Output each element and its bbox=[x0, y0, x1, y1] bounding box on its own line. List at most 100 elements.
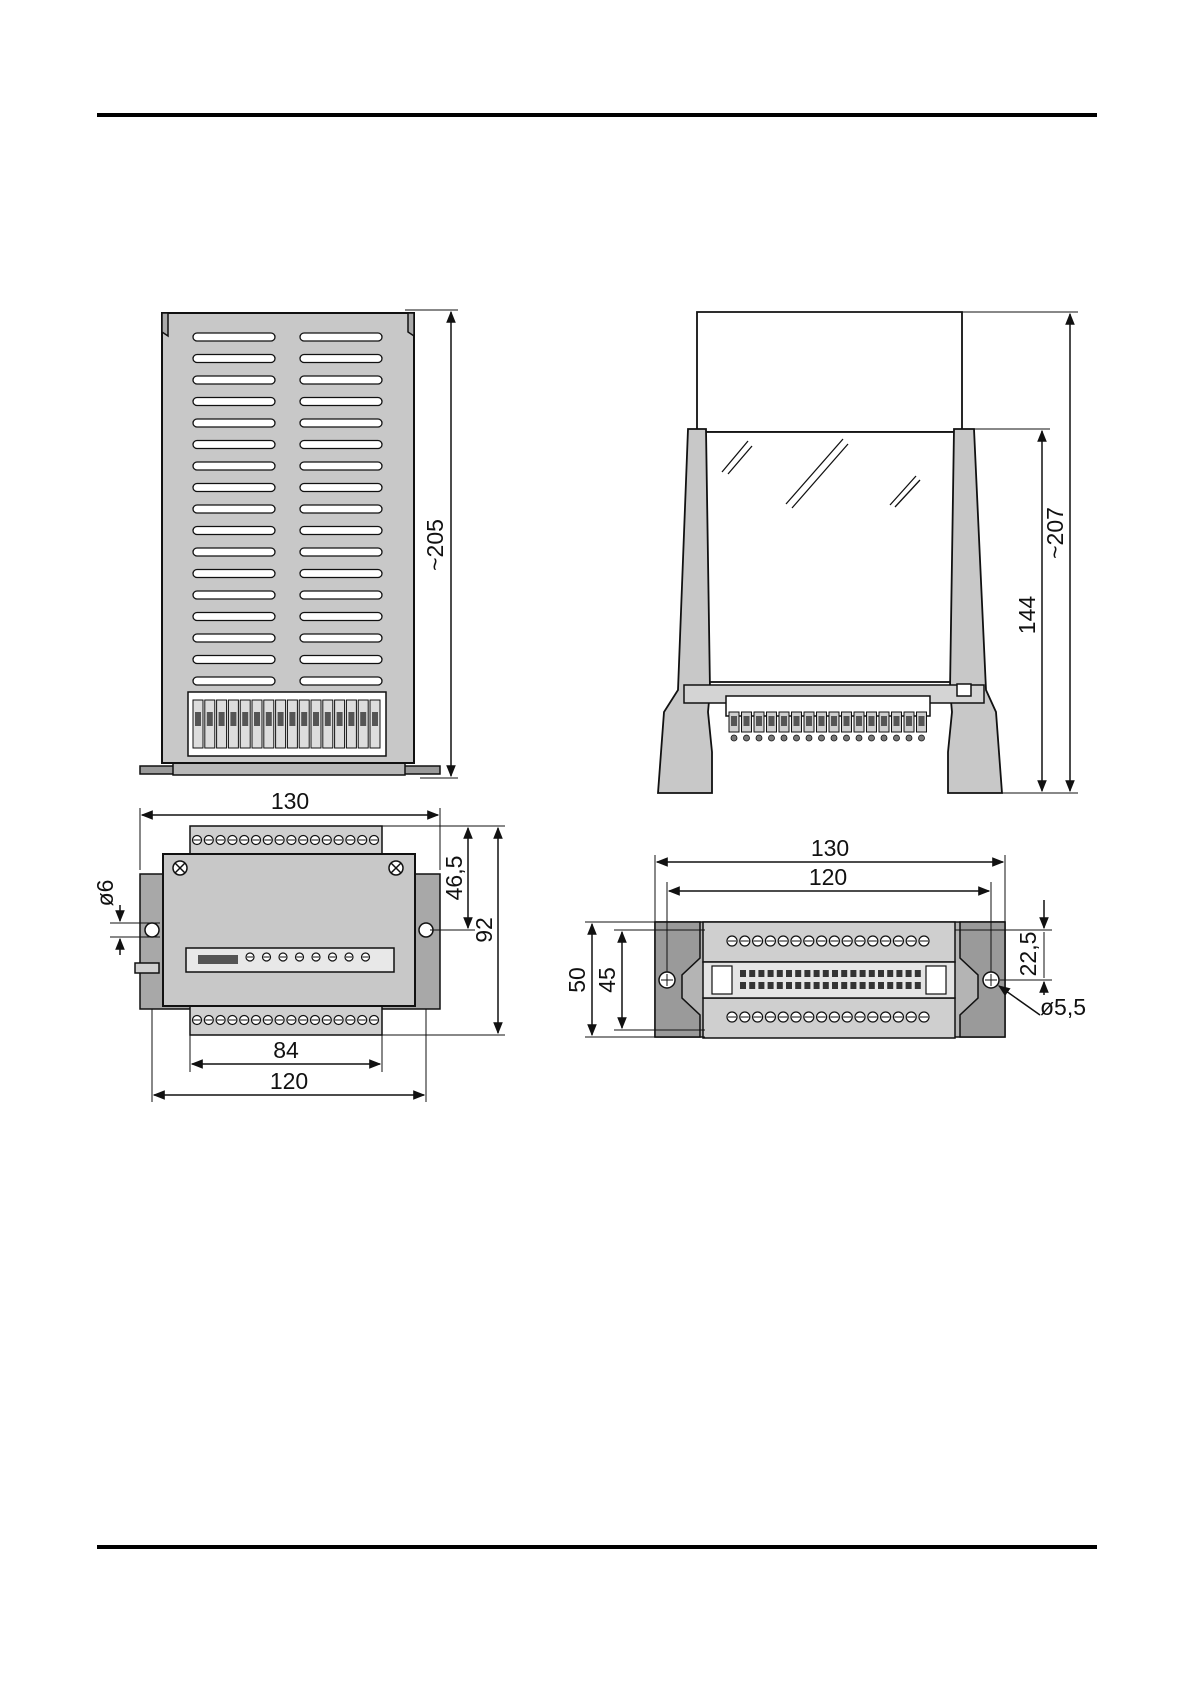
connector-pin bbox=[795, 982, 801, 989]
terminal-slot bbox=[844, 716, 850, 726]
connector-pin bbox=[777, 982, 783, 989]
connector-latch-left bbox=[712, 966, 732, 994]
dim-top-upper-height-label: 46,5 bbox=[441, 856, 467, 901]
terminal-slot bbox=[806, 716, 812, 726]
connector-pin bbox=[758, 982, 764, 989]
terminal-slot bbox=[769, 716, 775, 726]
terminal-foot bbox=[744, 735, 750, 741]
terminal-slot bbox=[360, 712, 366, 726]
side-latch bbox=[957, 684, 971, 696]
connector-pin bbox=[887, 970, 893, 977]
connector-latch-right bbox=[926, 966, 946, 994]
terminal-slot bbox=[266, 712, 272, 726]
terminal-foot bbox=[856, 735, 862, 741]
dim-side-body-height-label: 144 bbox=[1014, 596, 1040, 635]
connector-pin bbox=[749, 970, 755, 977]
front-view: ~205 bbox=[140, 310, 458, 778]
vent-slot bbox=[300, 548, 382, 556]
vent-slot bbox=[193, 398, 275, 406]
terminal-foot bbox=[819, 735, 825, 741]
dim-inner-width-label: 84 bbox=[273, 1037, 299, 1063]
dim-side-total-height-label: ~207 bbox=[1042, 507, 1068, 559]
terminal-foot bbox=[844, 735, 850, 741]
connector-pin bbox=[777, 970, 783, 977]
vent-slot bbox=[300, 376, 382, 384]
front-left-tab bbox=[162, 313, 168, 336]
vent-slot bbox=[300, 419, 382, 427]
terminal-slot bbox=[313, 712, 319, 726]
terminal-foot bbox=[794, 735, 800, 741]
terminal-foot bbox=[769, 735, 775, 741]
terminal-slot bbox=[254, 712, 260, 726]
connector-pin bbox=[786, 970, 792, 977]
terminal-slot bbox=[325, 712, 331, 726]
terminal-foot bbox=[731, 735, 737, 741]
connector-pin bbox=[878, 970, 884, 977]
vent-slot bbox=[300, 398, 382, 406]
vent-slot bbox=[193, 462, 275, 470]
terminal-slot bbox=[906, 716, 912, 726]
dim-base-height-label: 50 bbox=[564, 967, 590, 993]
terminal-slot bbox=[731, 716, 737, 726]
terminal-foot bbox=[756, 735, 762, 741]
connector-pin bbox=[758, 970, 764, 977]
vent-slot bbox=[193, 613, 275, 621]
connector-pin bbox=[850, 970, 856, 977]
terminal-slot bbox=[207, 712, 213, 726]
terminal-slot bbox=[348, 712, 354, 726]
dim-mount-width-label: 120 bbox=[270, 1068, 308, 1094]
connector-pin bbox=[841, 970, 847, 977]
connector-pin bbox=[832, 970, 838, 977]
connector-pin bbox=[740, 982, 746, 989]
terminal-slot bbox=[831, 716, 837, 726]
dim-front-height-label: ~205 bbox=[422, 519, 448, 571]
connector-pin bbox=[860, 982, 866, 989]
vent-slot bbox=[300, 634, 382, 642]
terminal-slot bbox=[756, 716, 762, 726]
connector-pin bbox=[869, 982, 875, 989]
connector-pin bbox=[841, 982, 847, 989]
vent-slot bbox=[193, 505, 275, 513]
dim-half-height-label: 22,5 bbox=[1015, 932, 1041, 977]
vent-slot bbox=[300, 441, 382, 449]
connector-pin bbox=[915, 982, 921, 989]
connector-pin bbox=[869, 970, 875, 977]
vent-slot bbox=[193, 355, 275, 363]
terminal-slot bbox=[781, 716, 787, 726]
terminal-foot bbox=[881, 735, 887, 741]
dim-base-mount-width-label: 120 bbox=[809, 864, 847, 890]
side-left-post bbox=[658, 429, 712, 793]
vent-slot bbox=[300, 527, 382, 535]
vent-slot bbox=[300, 570, 382, 578]
connector-pin bbox=[804, 970, 810, 977]
connector-pin bbox=[915, 970, 921, 977]
terminal-slot bbox=[301, 712, 307, 726]
terminal-foot bbox=[919, 735, 925, 741]
vent-slot bbox=[300, 484, 382, 492]
connector-pin bbox=[878, 982, 884, 989]
terminal-foot bbox=[869, 735, 875, 741]
side-transparent-cover bbox=[697, 432, 962, 682]
screw-icon bbox=[173, 861, 187, 875]
terminal-foot bbox=[781, 735, 787, 741]
top-connector-header bbox=[198, 955, 238, 964]
vent-slot bbox=[193, 634, 275, 642]
connector-pin bbox=[896, 982, 902, 989]
vent-slot bbox=[193, 441, 275, 449]
terminal-slot bbox=[337, 712, 343, 726]
vent-slot bbox=[193, 333, 275, 341]
connector-pin bbox=[896, 970, 902, 977]
terminal-foot bbox=[831, 735, 837, 741]
terminal-slot bbox=[856, 716, 862, 726]
side-cover-top bbox=[697, 312, 962, 432]
terminal-slot bbox=[881, 716, 887, 726]
terminal-foot bbox=[906, 735, 912, 741]
dim-base-mount-height-label: 45 bbox=[594, 967, 620, 993]
dim-base-hole-label: ø5,5 bbox=[1040, 994, 1086, 1020]
din-clip bbox=[135, 963, 159, 973]
connector-pin bbox=[887, 982, 893, 989]
connector-pin bbox=[823, 970, 829, 977]
vent-slot bbox=[193, 677, 275, 685]
base-view: 130 120 50 45 22,5 ø5,5 bbox=[564, 835, 1086, 1038]
